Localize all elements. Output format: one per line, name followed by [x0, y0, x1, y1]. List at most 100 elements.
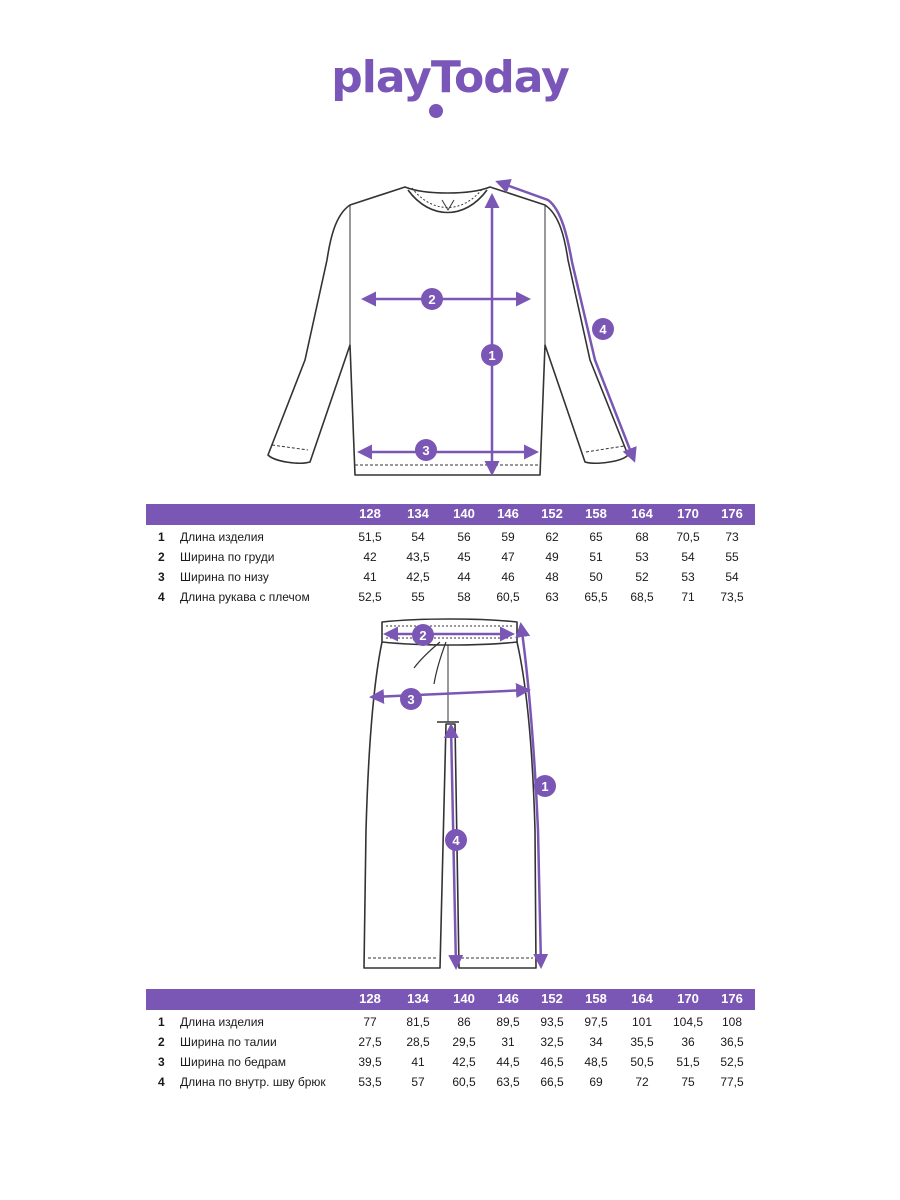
pants-arrow-1 — [515, 622, 549, 969]
table-cell: 71 — [681, 590, 695, 604]
row-number: 3 — [158, 570, 165, 584]
table-cell: 53 — [635, 550, 649, 564]
pants-waistband — [381, 618, 518, 646]
table-cell: 53,5 — [358, 1075, 382, 1089]
table-cell: 50 — [589, 570, 603, 584]
table-cell: 57 — [411, 1075, 425, 1089]
table-cell: 27,5 — [358, 1035, 382, 1049]
table-cell: 47 — [501, 550, 515, 564]
pants-illustration: 1 2 3 4 — [363, 618, 556, 970]
table-cell: 48 — [545, 570, 559, 584]
table-cell: 56 — [457, 530, 471, 544]
table-cell: 62 — [545, 530, 559, 544]
size-header: 176 — [721, 506, 743, 521]
table-cell: 32,5 — [540, 1035, 564, 1049]
table-cell: 63,5 — [496, 1075, 520, 1089]
table-cell: 86 — [457, 1015, 471, 1029]
measurement-name: Длина изделия — [180, 530, 264, 544]
svg-text:2: 2 — [428, 292, 435, 307]
measurement-name: Длина рукава с плечом — [180, 590, 310, 604]
table-cell: 55 — [725, 550, 739, 564]
shirt-badge-1: 1 — [481, 344, 503, 366]
svg-text:4: 4 — [452, 833, 460, 848]
row-number: 1 — [158, 1015, 165, 1029]
svg-text:4: 4 — [599, 322, 607, 337]
table-cell: 39,5 — [358, 1055, 382, 1069]
size-header: 158 — [585, 991, 607, 1006]
svg-text:1: 1 — [488, 348, 495, 363]
shirt-badge-3: 3 — [415, 439, 437, 461]
size-header: 164 — [631, 991, 653, 1006]
table-cell: 81,5 — [406, 1015, 430, 1029]
table-cell: 46 — [501, 570, 515, 584]
row-number: 4 — [158, 1075, 165, 1089]
table-cell: 101 — [631, 1015, 653, 1029]
size-header: 170 — [677, 991, 699, 1006]
table-cell: 52 — [635, 570, 649, 584]
table-cell: 50,5 — [630, 1055, 654, 1069]
shirt-illustration: 1 2 3 4 — [267, 179, 637, 476]
svg-text:2: 2 — [419, 628, 426, 643]
table-cell: 49 — [545, 550, 559, 564]
table-cell: 65 — [589, 530, 603, 544]
shirt-badge-4: 4 — [592, 318, 614, 340]
table-cell: 28,5 — [406, 1035, 430, 1049]
table-cell: 77 — [363, 1015, 377, 1029]
table-cell: 44,5 — [496, 1055, 520, 1069]
table-cell: 58 — [457, 590, 471, 604]
size-header: 134 — [407, 991, 429, 1006]
table-cell: 42 — [363, 550, 377, 564]
table-cell: 41 — [411, 1055, 425, 1069]
svg-text:1: 1 — [541, 779, 548, 794]
row-number: 1 — [158, 530, 165, 544]
row-number: 3 — [158, 1055, 165, 1069]
size-header: 134 — [407, 506, 429, 521]
shirt-badge-2: 2 — [421, 288, 443, 310]
table-cell: 54 — [725, 570, 739, 584]
table-cell: 54 — [411, 530, 425, 544]
logo-dot — [429, 104, 443, 118]
size-header: 140 — [453, 506, 475, 521]
shirt-arrow-4 — [495, 179, 637, 463]
table-cell: 69 — [589, 1075, 603, 1089]
table-cell: 48,5 — [584, 1055, 608, 1069]
measurement-name: Длина изделия — [180, 1015, 264, 1029]
table-cell: 104,5 — [672, 1015, 704, 1029]
table-cell: 73 — [725, 530, 739, 544]
table-cell: 29,5 — [452, 1035, 476, 1049]
table-cell: 72 — [635, 1075, 649, 1089]
measurement-name: Ширина по бедрам — [180, 1055, 286, 1069]
size-header: 152 — [541, 991, 563, 1006]
measurement-name: Ширина по груди — [180, 550, 275, 564]
table-cell: 55 — [411, 590, 425, 604]
svg-text:3: 3 — [407, 692, 414, 707]
table-cell: 51,5 — [358, 530, 382, 544]
measurement-name: Ширина по низу — [180, 570, 269, 584]
table-cell: 53 — [681, 570, 695, 584]
table-cell: 108 — [721, 1015, 743, 1029]
table-cell: 68,5 — [630, 590, 654, 604]
table-cell: 43,5 — [406, 550, 430, 564]
table-cell: 52,5 — [720, 1055, 744, 1069]
logo-text: playToday — [331, 52, 570, 103]
table-cell: 97,5 — [584, 1015, 608, 1029]
table-cell: 54 — [681, 550, 695, 564]
size-header: 158 — [585, 506, 607, 521]
table-cell: 36 — [681, 1035, 695, 1049]
table-cell: 73,5 — [720, 590, 744, 604]
pants-badge-3: 3 — [400, 688, 422, 710]
row-number: 4 — [158, 590, 165, 604]
pants-badge-2: 2 — [412, 624, 434, 646]
size-header: 128 — [359, 506, 381, 521]
table-cell: 63 — [545, 590, 559, 604]
table-cell: 68 — [635, 530, 649, 544]
